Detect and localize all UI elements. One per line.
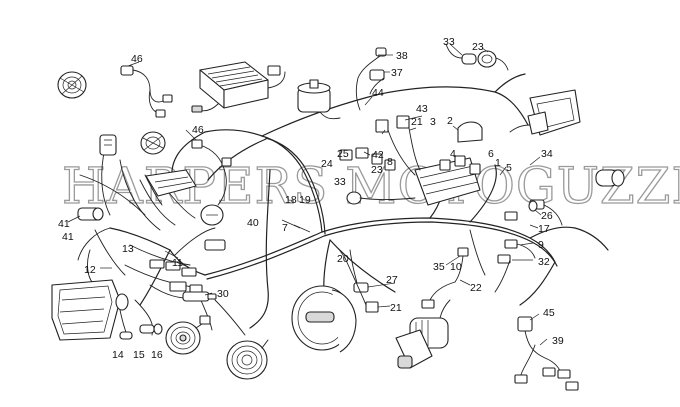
callout-17: 17 bbox=[538, 223, 550, 235]
callout-1: 1 bbox=[495, 157, 501, 169]
callout-22: 22 bbox=[470, 282, 482, 294]
callout-9: 9 bbox=[538, 239, 544, 251]
callout-23: 23 bbox=[371, 164, 383, 176]
indicator-right bbox=[595, 169, 625, 187]
callout-32: 32 bbox=[538, 256, 550, 268]
callout-27: 27 bbox=[386, 274, 398, 286]
callout-8: 8 bbox=[387, 156, 393, 168]
callout-5: 5 bbox=[506, 162, 512, 174]
callout-25: 25 bbox=[337, 148, 349, 160]
callout-21: 21 bbox=[411, 116, 423, 128]
callout-35: 35 bbox=[433, 261, 445, 273]
callout-46: 46 bbox=[131, 53, 143, 65]
connector-46-middle bbox=[191, 139, 232, 206]
callout-16: 16 bbox=[151, 349, 163, 361]
connectors-35-10-22 bbox=[421, 229, 486, 309]
main-harness bbox=[77, 73, 609, 329]
horn-speaker-1 bbox=[165, 321, 206, 355]
callout-40: 45 bbox=[543, 307, 555, 319]
callout-15: 15 bbox=[133, 349, 145, 361]
callout-19: 19 bbox=[299, 194, 311, 206]
inset-harness-39-40 bbox=[514, 316, 579, 391]
leader-lines bbox=[67, 43, 548, 346]
callout-23: 23 bbox=[472, 41, 484, 53]
callout-45: 44 bbox=[372, 87, 384, 99]
callout-36: 37 bbox=[391, 67, 403, 79]
watermark-text: HARPERS MOTOGUZZI© bbox=[62, 157, 680, 215]
callout-labels: 46 46 38 37 44 33 23 34 43 21 3 2 4 6 5 … bbox=[58, 36, 564, 361]
callout-21: 21 bbox=[390, 302, 402, 314]
callout-13: 13 bbox=[122, 243, 134, 255]
connector-46-top bbox=[120, 65, 173, 118]
relay-panel-center bbox=[339, 115, 483, 206]
callout-24: 24 bbox=[321, 158, 333, 170]
callout-33: 33 bbox=[334, 176, 346, 188]
callout-11: 11 bbox=[172, 257, 183, 269]
callout-42: 41 bbox=[58, 218, 70, 230]
callout-44: 43 bbox=[416, 103, 428, 115]
callout-30: 30 bbox=[217, 288, 229, 300]
headlight bbox=[51, 279, 129, 341]
connectors-27-21 bbox=[344, 249, 379, 313]
flasher-relay bbox=[99, 134, 117, 156]
connectors-36-37 bbox=[355, 47, 387, 111]
switch-42-41 bbox=[77, 207, 104, 221]
starter-motor bbox=[395, 299, 451, 369]
right-connectors bbox=[494, 199, 563, 293]
callout-41-visible: 41 bbox=[62, 231, 74, 243]
callout-39: 39 bbox=[552, 335, 564, 347]
callout-20: 20 bbox=[337, 253, 349, 265]
callout-43: 42 bbox=[372, 149, 384, 161]
callout-4: 4 bbox=[450, 148, 456, 160]
callout-26: 26 bbox=[541, 210, 553, 222]
callout-7: 7 bbox=[282, 222, 288, 234]
connector-30 bbox=[182, 291, 217, 325]
callout-46: 46 bbox=[192, 124, 204, 136]
callout-14: 14 bbox=[112, 349, 124, 361]
control-unit bbox=[191, 61, 286, 113]
callout-6: 6 bbox=[488, 148, 494, 160]
relay-middle bbox=[200, 204, 224, 226]
bulb-holder-33-23 bbox=[445, 43, 509, 71]
callout-12: 12 bbox=[84, 264, 96, 276]
callout-10: 10 bbox=[450, 261, 462, 273]
horn-top-left bbox=[57, 71, 87, 99]
callout-33: 33 bbox=[443, 36, 455, 48]
callout-3: 3 bbox=[430, 116, 436, 128]
coil-relay-45 bbox=[297, 79, 341, 120]
fuse-box bbox=[145, 169, 197, 197]
callout-38: 40 bbox=[247, 217, 259, 229]
callout-34: 34 bbox=[541, 148, 553, 160]
horn-middle bbox=[140, 131, 166, 155]
callout-18: 18 bbox=[285, 194, 297, 206]
callout-2: 2 bbox=[447, 115, 453, 127]
bulbs-14-15-16 bbox=[119, 323, 163, 340]
connector-cluster-11 bbox=[149, 239, 226, 294]
tail-light-34 bbox=[509, 89, 581, 136]
callout-37: 38 bbox=[396, 50, 408, 62]
horn-speaker-2 bbox=[226, 339, 269, 380]
alternator bbox=[291, 285, 357, 353]
